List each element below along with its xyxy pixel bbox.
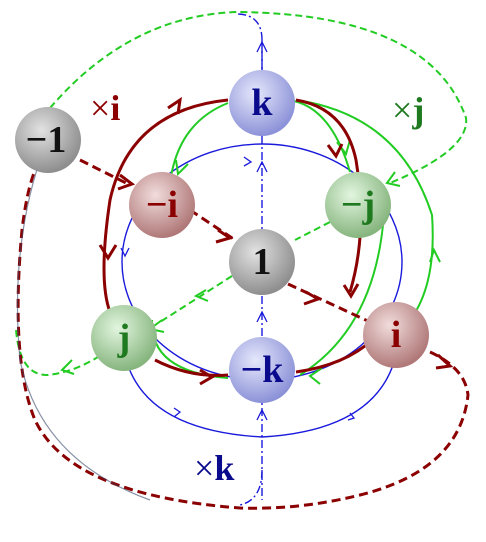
node-negj: −j [325,172,391,238]
multiplier-k-label: ×k [194,448,234,488]
j-cycle-arc-3 [150,319,229,379]
k-top-hook [237,13,263,72]
node-k-label: k [251,82,273,124]
k-bottom-hook [239,469,263,506]
node-negi: −i [129,172,195,238]
node-j-label: j [117,317,131,359]
node-neg1-label: −1 [26,119,67,161]
node-negi-label: −i [146,184,178,226]
multiplier-j-label: ×j [392,90,424,130]
j-dashed-top [49,10,468,184]
i-ring-bottom-right [295,338,374,374]
node-neg1: −1 [15,107,81,173]
node-j: j [91,305,157,371]
i-dashed-outer [16,159,470,510]
j-dashed-negj-one [294,221,331,241]
node-k: k [229,70,295,136]
j-cycle-arc-1 [293,100,351,173]
j-dashed-center [159,275,233,323]
node-negk: −k [229,337,295,403]
j-outer-right [295,99,434,336]
i-edges [16,96,470,510]
i-ring-top [102,98,229,313]
node-negj-label: −j [341,184,375,226]
multiplier-i-label: ×i [90,88,120,128]
i-ring-bottom [154,358,229,377]
node-one: 1 [229,229,295,295]
node-one-label: 1 [253,241,272,283]
i-ring-right [295,98,363,293]
node-i-label: i [391,314,402,356]
node-i: i [363,302,429,368]
node-negk-label: −k [241,349,285,391]
